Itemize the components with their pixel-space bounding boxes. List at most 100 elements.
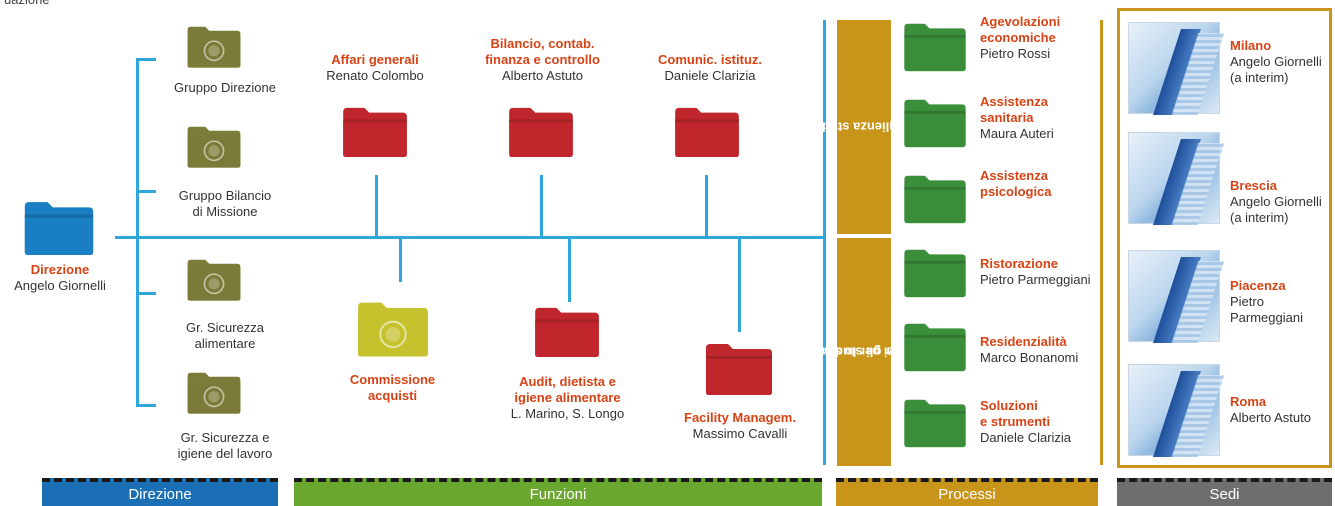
sede-person: Pietro: [1230, 294, 1264, 309]
funzione-folder-icon[interactable]: [504, 104, 578, 158]
sede-person: Angelo Giornelli: [1230, 54, 1322, 69]
direzione-folder-icon[interactable]: [22, 198, 96, 256]
funzione-title: acquisti: [367, 388, 418, 403]
processo-label: Residenzialità Marco Bonanomi: [980, 334, 1100, 366]
processo-person: Daniele Clarizia: [980, 430, 1072, 445]
gruppo-line1: Gruppo Direzione: [174, 80, 276, 95]
funzione-label: Facility Managem. Massimo Cavalli: [660, 410, 820, 442]
funzione-folder-icon[interactable]: [670, 104, 744, 158]
gruppo-connector: [136, 404, 156, 407]
gruppo-line2: di Missione: [192, 204, 258, 219]
funzione-label: Comunic. istituz. Daniele Clarizia: [640, 52, 780, 84]
gruppo-connector: [136, 292, 156, 295]
processo-person: Marco Bonanomi: [980, 350, 1079, 365]
direzione-label: Direzione Angelo Giornelli: [8, 262, 112, 294]
processo-folder-icon[interactable]: [900, 320, 970, 372]
processi-band-accoglienza: Accoglienza studenti: [799, 20, 929, 234]
gruppi-vertical-line: [136, 58, 139, 406]
sede-city: Milano: [1230, 38, 1272, 53]
footer-processi: Processi: [836, 478, 1098, 506]
gruppo-label: Gr. Sicurezza alimentare: [160, 320, 290, 352]
processi-gold-divider: [1100, 20, 1103, 465]
funzione-connector: [399, 237, 402, 282]
processo-label: Assistenza sanitaria Maura Auteri: [980, 94, 1100, 142]
funzione-connector: [568, 237, 571, 302]
gruppo-connector: [136, 190, 156, 193]
processo-label: Assistenza psicologica: [980, 168, 1100, 200]
processi-band-servizi: Servizi per lo studio e per gli studenti: [802, 238, 926, 466]
funzione-folder-icon[interactable]: [702, 340, 776, 396]
sede-person: Alberto Astuto: [1230, 410, 1311, 425]
processo-person: Pietro Rossi: [980, 46, 1051, 61]
processo-person: Pietro Parmeggiani: [980, 272, 1091, 287]
gruppo-line1: Gruppo Bilancio: [178, 188, 272, 203]
funzione-title: Audit, dietista e: [519, 374, 616, 389]
sede-note: Parmeggiani: [1230, 310, 1303, 325]
top-cut-label: uazione: [4, 0, 50, 7]
funzione-folder-icon[interactable]: [530, 304, 604, 358]
sede-note: (a interim): [1230, 210, 1289, 225]
processo-title: sanitaria: [980, 110, 1034, 125]
gruppo-line1: Gr. Sicurezza: [185, 320, 265, 335]
gruppo-line2: igiene del lavoro: [177, 446, 273, 461]
processo-folder-icon[interactable]: [900, 20, 970, 72]
processo-title: Ristorazione: [980, 256, 1059, 271]
processo-title: Residenzialità: [980, 334, 1067, 349]
sede-building-image: [1128, 132, 1220, 224]
processo-label: Ristorazione Pietro Parmeggiani: [980, 256, 1100, 288]
funzione-person: L. Marino, S. Longo: [510, 406, 625, 421]
sede-city: Roma: [1230, 394, 1267, 409]
gruppo-folder-icon[interactable]: [186, 368, 242, 416]
processi-vertical-line: [823, 20, 826, 465]
funzione-title: Affari generali: [331, 52, 419, 67]
processo-folder-icon[interactable]: [900, 96, 970, 148]
footer-processi-label: Processi: [938, 485, 996, 503]
processo-folder-icon[interactable]: [900, 396, 970, 448]
processo-title: Agevolazioni: [980, 14, 1061, 29]
sede-note: (a interim): [1230, 70, 1289, 85]
funzione-label: Affari generali Renato Colombo: [305, 52, 445, 84]
gruppo-folder-icon[interactable]: [186, 122, 242, 170]
processo-title: Assistenza: [980, 168, 1048, 183]
funzione-folder-icon[interactable]: [338, 104, 412, 158]
sede-label: Roma Alberto Astuto: [1230, 394, 1330, 426]
footer-direzione: Direzione: [42, 478, 278, 506]
funzione-folder-icon[interactable]: [356, 298, 430, 358]
processo-title: e strumenti: [980, 414, 1051, 429]
sede-building-image: [1128, 250, 1220, 342]
gruppo-line1: Gr. Sicurezza e: [180, 430, 270, 445]
funzione-connector: [540, 175, 543, 237]
funzione-connector: [705, 175, 708, 237]
gruppo-folder-icon[interactable]: [186, 22, 242, 70]
footer-sedi: Sedi: [1117, 478, 1332, 506]
sede-label: Milano Angelo Giornelli (a interim): [1230, 38, 1330, 86]
funzione-title: Facility Managem.: [684, 410, 796, 425]
gruppo-connector: [136, 58, 156, 61]
gruppo-folder-icon[interactable]: [186, 255, 242, 303]
funzione-label: Audit, dietista e igiene alimentare L. M…: [490, 374, 645, 422]
sede-building-image: [1128, 22, 1220, 114]
funzione-title: igiene alimentare: [514, 390, 621, 405]
sede-label: Piacenza Pietro Parmeggiani: [1230, 278, 1330, 326]
sede-city: Brescia: [1230, 178, 1277, 193]
funzione-title: Commissione: [349, 372, 436, 387]
processo-title: psicologica: [980, 184, 1052, 199]
processo-label: Soluzioni e strumenti Daniele Clarizia: [980, 398, 1100, 446]
direzione-title: Direzione: [30, 262, 90, 277]
funzione-person: Alberto Astuto: [502, 68, 583, 83]
funzione-connector: [375, 175, 378, 237]
processo-folder-icon[interactable]: [900, 172, 970, 224]
gruppo-label: Gr. Sicurezza e igiene del lavoro: [160, 430, 290, 462]
sede-label: Brescia Angelo Giornelli (a interim): [1230, 178, 1330, 226]
processo-title: Assistenza: [980, 94, 1048, 109]
sede-person: Angelo Giornelli: [1230, 194, 1322, 209]
footer-funzioni-label: Funzioni: [529, 485, 587, 503]
funzione-title: Comunic. istituz.: [658, 52, 762, 67]
sedi-panel: [1117, 8, 1332, 468]
processo-folder-icon[interactable]: [900, 246, 970, 298]
gruppo-label: Gruppo Direzione: [160, 80, 290, 96]
sede-building-image: [1128, 364, 1220, 456]
processo-label: Agevolazioni economiche Pietro Rossi: [980, 14, 1100, 62]
processo-person: Maura Auteri: [980, 126, 1054, 141]
gruppo-line2: alimentare: [194, 336, 256, 351]
